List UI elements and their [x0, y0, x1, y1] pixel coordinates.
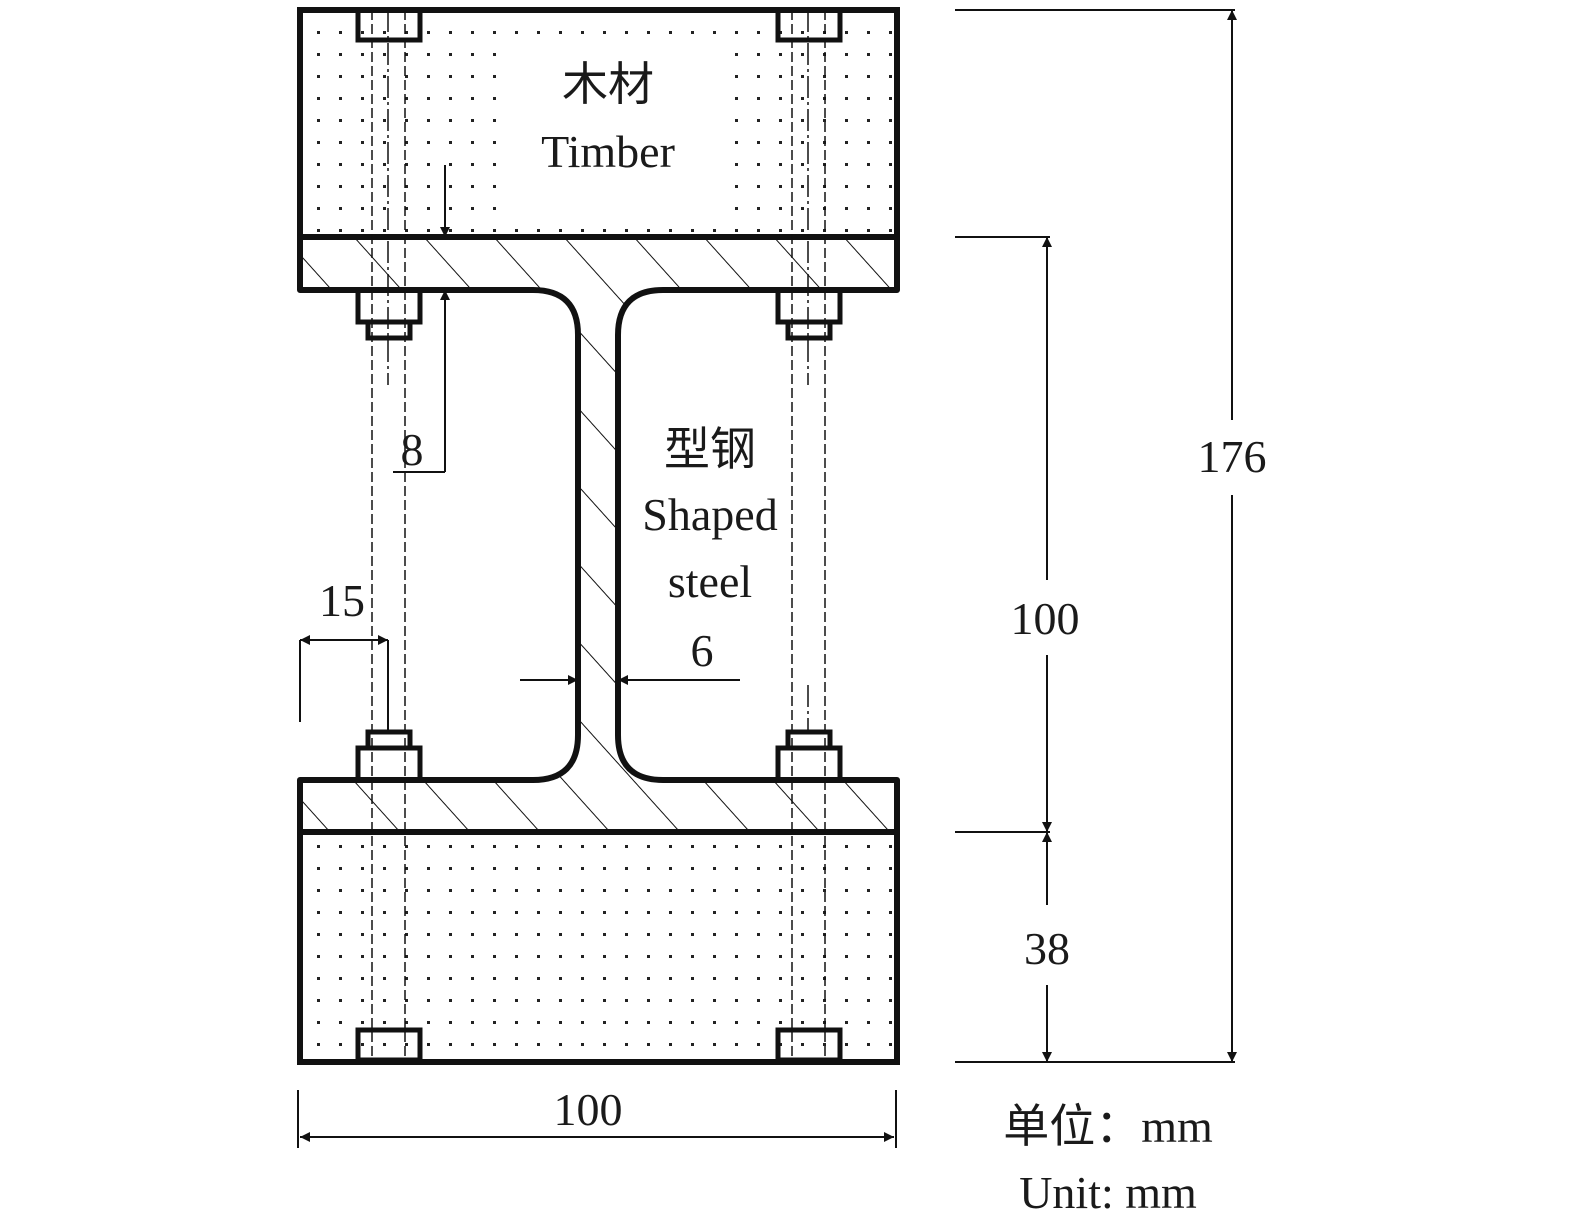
bolt-left — [355, 7, 423, 1063]
dim-label-176: 176 — [1198, 431, 1267, 482]
dim-label-38: 38 — [1024, 923, 1070, 974]
top-timber-block — [297, 7, 900, 240]
shaped-steel-section — [297, 234, 900, 835]
dim-heights — [955, 9, 1237, 1063]
unit-label-en: Unit: mm — [1019, 1167, 1197, 1218]
dim-label-15: 15 — [319, 575, 365, 626]
dim-label-8: 8 — [401, 424, 424, 475]
steel-label-cn: 型钢 — [664, 424, 756, 475]
steel-label-en-1: Shaped — [642, 489, 777, 540]
timber-label-cn: 木材 — [562, 59, 654, 110]
dim-width — [297, 1090, 897, 1148]
dim-label-100-width: 100 — [554, 1084, 623, 1135]
unit-label-cn: 单位：mm — [1003, 1101, 1213, 1152]
bolt-right — [775, 7, 843, 1063]
dim-label-100-height: 100 — [1011, 593, 1080, 644]
dim-bolt-edge — [299, 635, 389, 730]
timber-label-en: Timber — [541, 126, 675, 177]
dim-label-6: 6 — [691, 625, 714, 676]
steel-label-en-2: steel — [668, 556, 752, 607]
dim-flange-thickness — [393, 165, 450, 473]
